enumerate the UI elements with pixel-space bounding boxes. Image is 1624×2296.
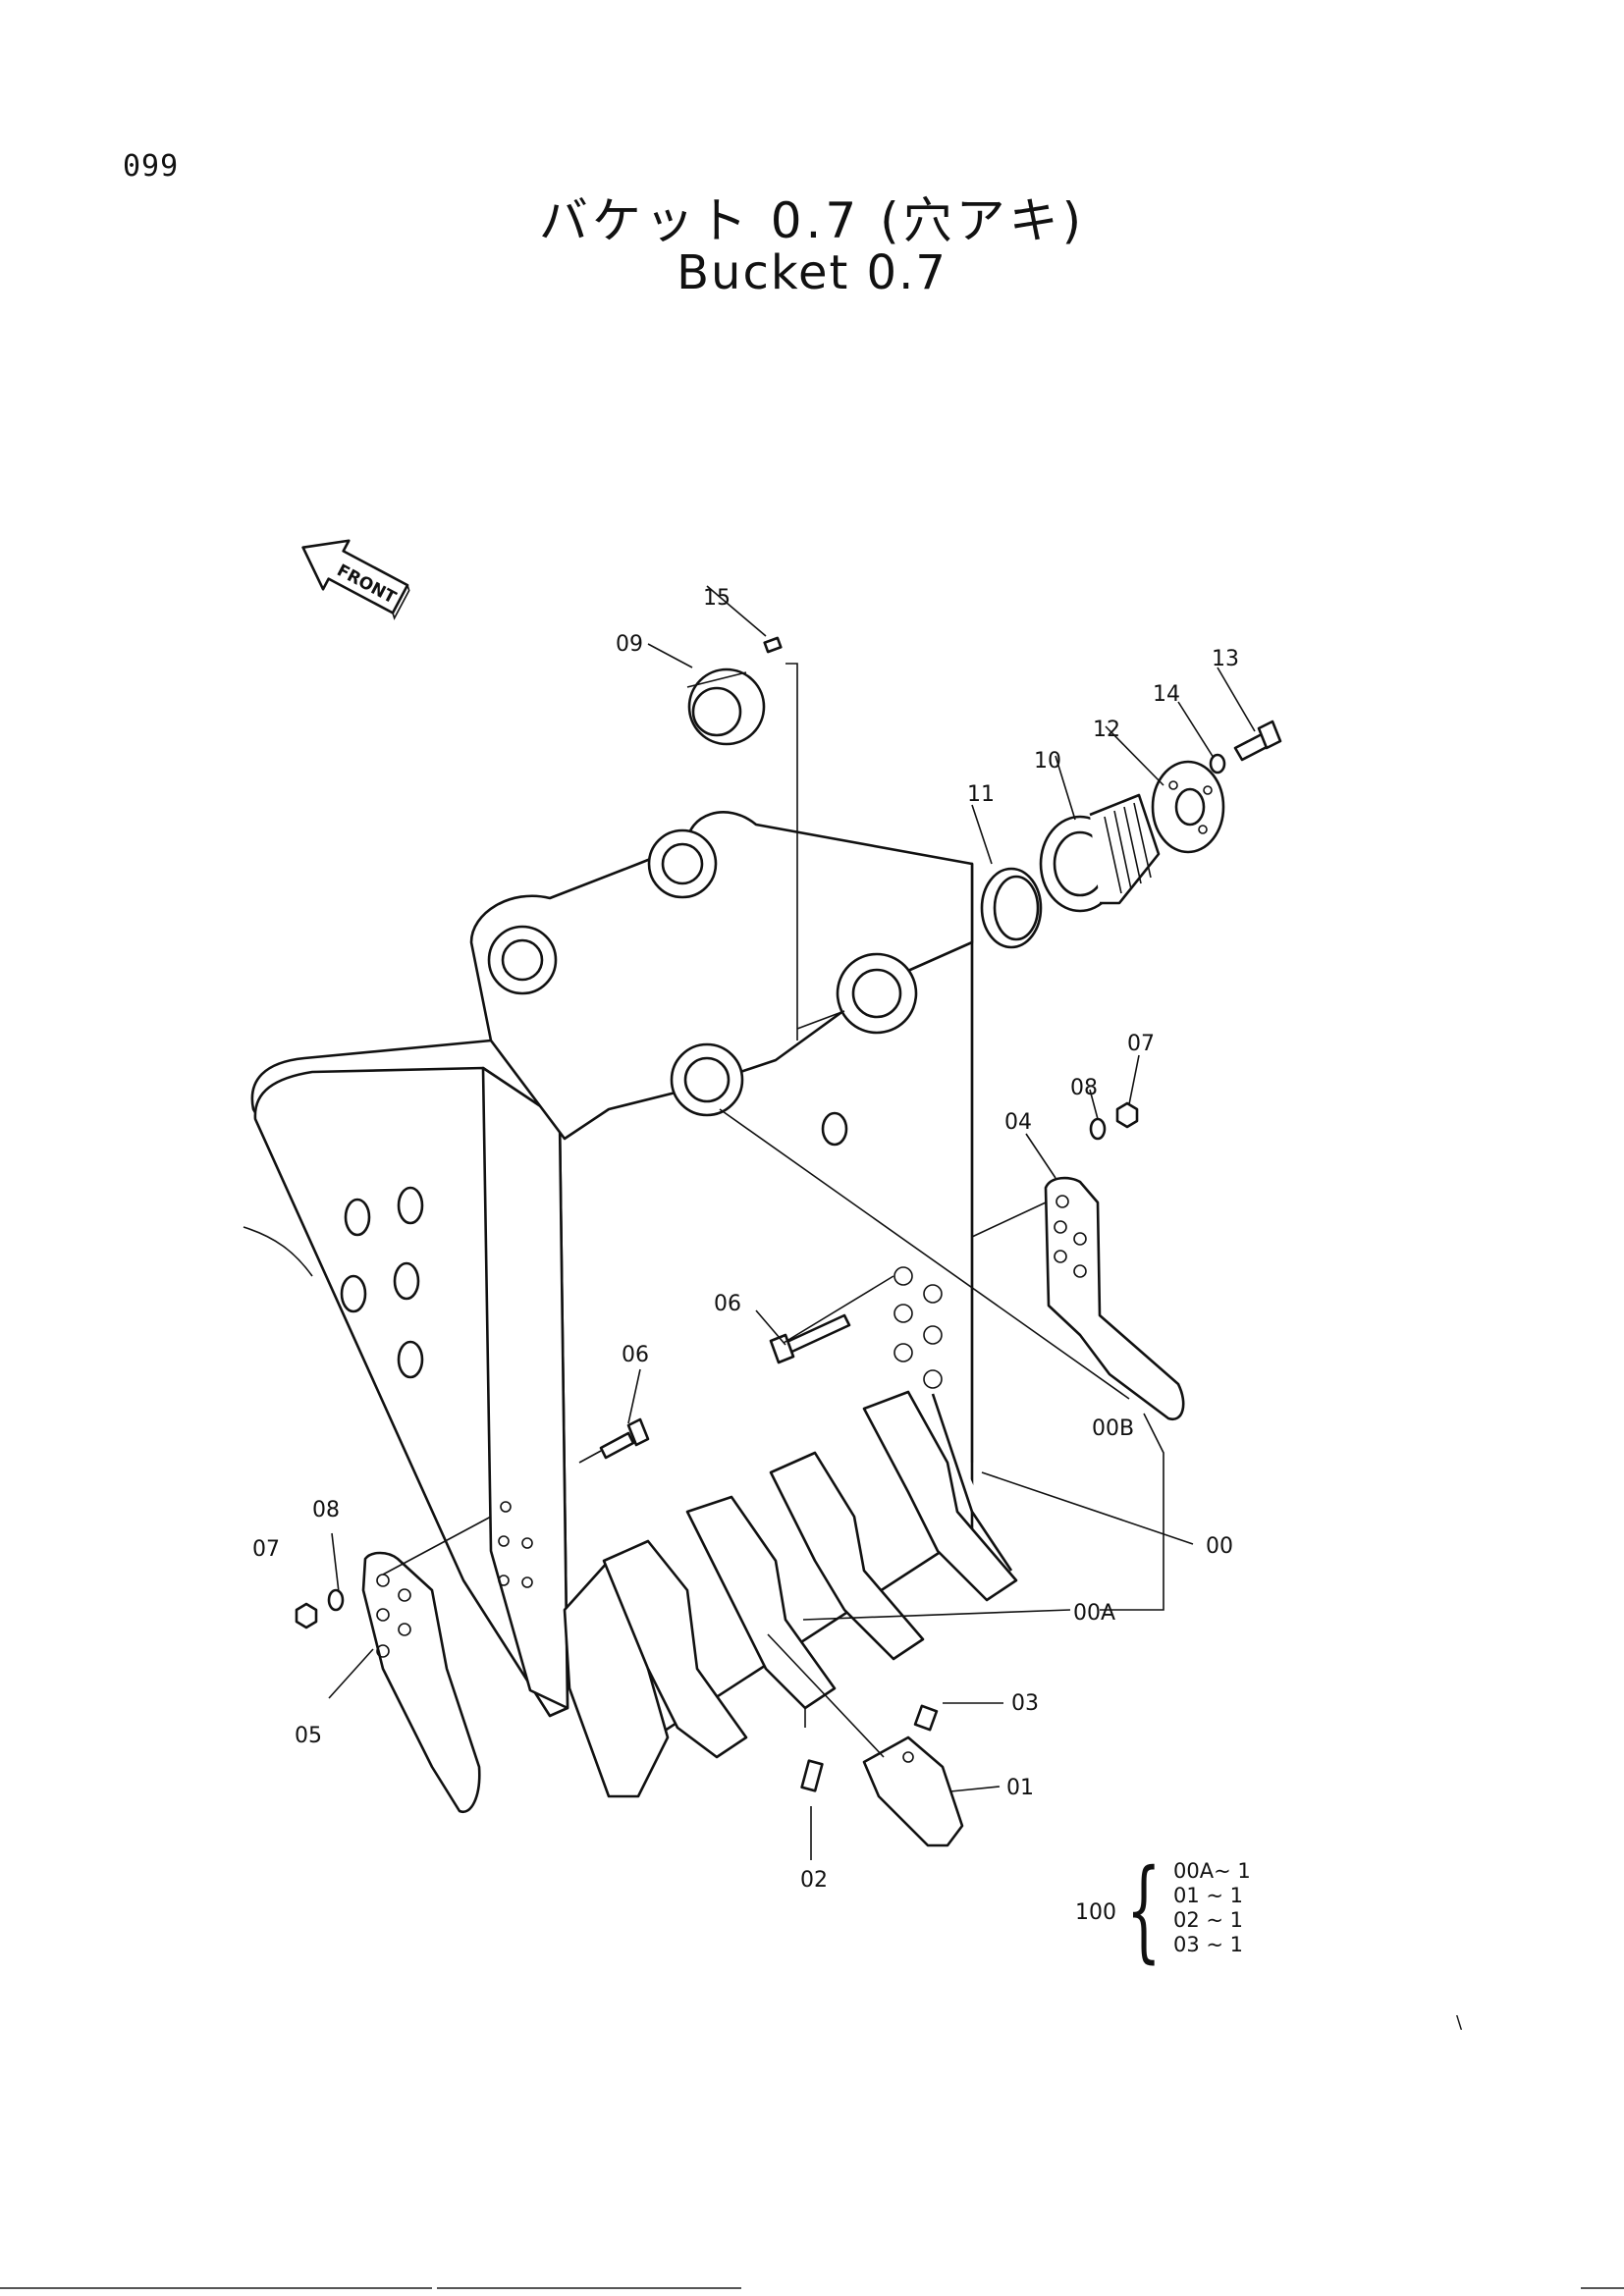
- washer-14: [1209, 753, 1226, 774]
- bolt-13: [1233, 720, 1282, 762]
- callout-09: 09: [616, 632, 643, 657]
- bottom-rule-mid: [437, 2287, 741, 2289]
- callout-07-right: 07: [1127, 1032, 1155, 1056]
- tooth-01: [862, 1735, 964, 1847]
- callout-05: 05: [295, 1724, 322, 1748]
- callout-00: 00: [1206, 1534, 1233, 1559]
- pin-15: [763, 636, 783, 654]
- callout-14: 14: [1153, 682, 1180, 707]
- kit-item: 00A~ 1: [1173, 1859, 1251, 1883]
- callout-06-a: 06: [714, 1292, 741, 1316]
- pin-03: [913, 1704, 939, 1732]
- callout-11: 11: [967, 782, 995, 807]
- washer-08-right: [1089, 1117, 1107, 1141]
- side-cutter-right: [1044, 1176, 1185, 1421]
- shim-11: [980, 867, 1043, 949]
- title-japanese: バケット 0.7 (穴アキ): [538, 192, 1086, 249]
- title-english: Bucket 0.7: [677, 245, 947, 300]
- bushing-09: [686, 667, 766, 746]
- leader-lines: [328, 585, 1256, 1860]
- callout-00b: 00B: [1092, 1416, 1134, 1441]
- callout-07-left: 07: [252, 1537, 280, 1562]
- callout-labels: 15 09 13 14 12 10 11 07 08 04 06 06 00B …: [252, 586, 1239, 1893]
- callout-12: 12: [1093, 718, 1120, 742]
- bucket-body: [243, 811, 974, 1769]
- stray-mark: \: [1456, 2012, 1463, 2033]
- brace-icon: {: [1126, 1846, 1162, 1974]
- callout-06-b: 06: [622, 1343, 649, 1367]
- plate-12: [1151, 760, 1225, 854]
- callout-10: 10: [1034, 749, 1061, 774]
- callout-08-left: 08: [312, 1498, 340, 1522]
- side-cutter-left: [361, 1551, 481, 1814]
- front-arrow-icon: FRONT: [301, 539, 410, 620]
- callout-13: 13: [1212, 647, 1239, 671]
- callout-01: 01: [1006, 1776, 1034, 1800]
- bushing-10: [1039, 793, 1161, 913]
- callout-00a: 00A: [1073, 1601, 1115, 1626]
- callout-04: 04: [1004, 1110, 1032, 1135]
- callout-02: 02: [800, 1868, 828, 1893]
- callout-03: 03: [1011, 1691, 1039, 1716]
- kit-item: 03 ~ 1: [1173, 1933, 1244, 1956]
- kit-item: 02 ~ 1: [1173, 1908, 1244, 1932]
- washer-08-left: [327, 1588, 345, 1612]
- nut-07-left: [295, 1602, 318, 1629]
- callout-15: 15: [703, 586, 731, 611]
- bottom-rule-left: [0, 2287, 432, 2289]
- kit-list: 00A~ 1 01 ~ 1 02 ~ 1 03 ~ 1: [1173, 1859, 1251, 1957]
- page-number: 099: [123, 149, 180, 184]
- bottom-rule-right: [1581, 2287, 1624, 2289]
- nut-07-right: [1115, 1101, 1139, 1129]
- lock-02: [800, 1759, 824, 1792]
- bucket-teeth: [563, 1390, 1018, 1798]
- bolt-06-a: [769, 1313, 851, 1364]
- kit-code: 100: [1075, 1900, 1116, 1925]
- callout-08-right: 08: [1070, 1076, 1098, 1100]
- kit-item: 01 ~ 1: [1173, 1884, 1244, 1907]
- bolt-06-b: [599, 1417, 650, 1460]
